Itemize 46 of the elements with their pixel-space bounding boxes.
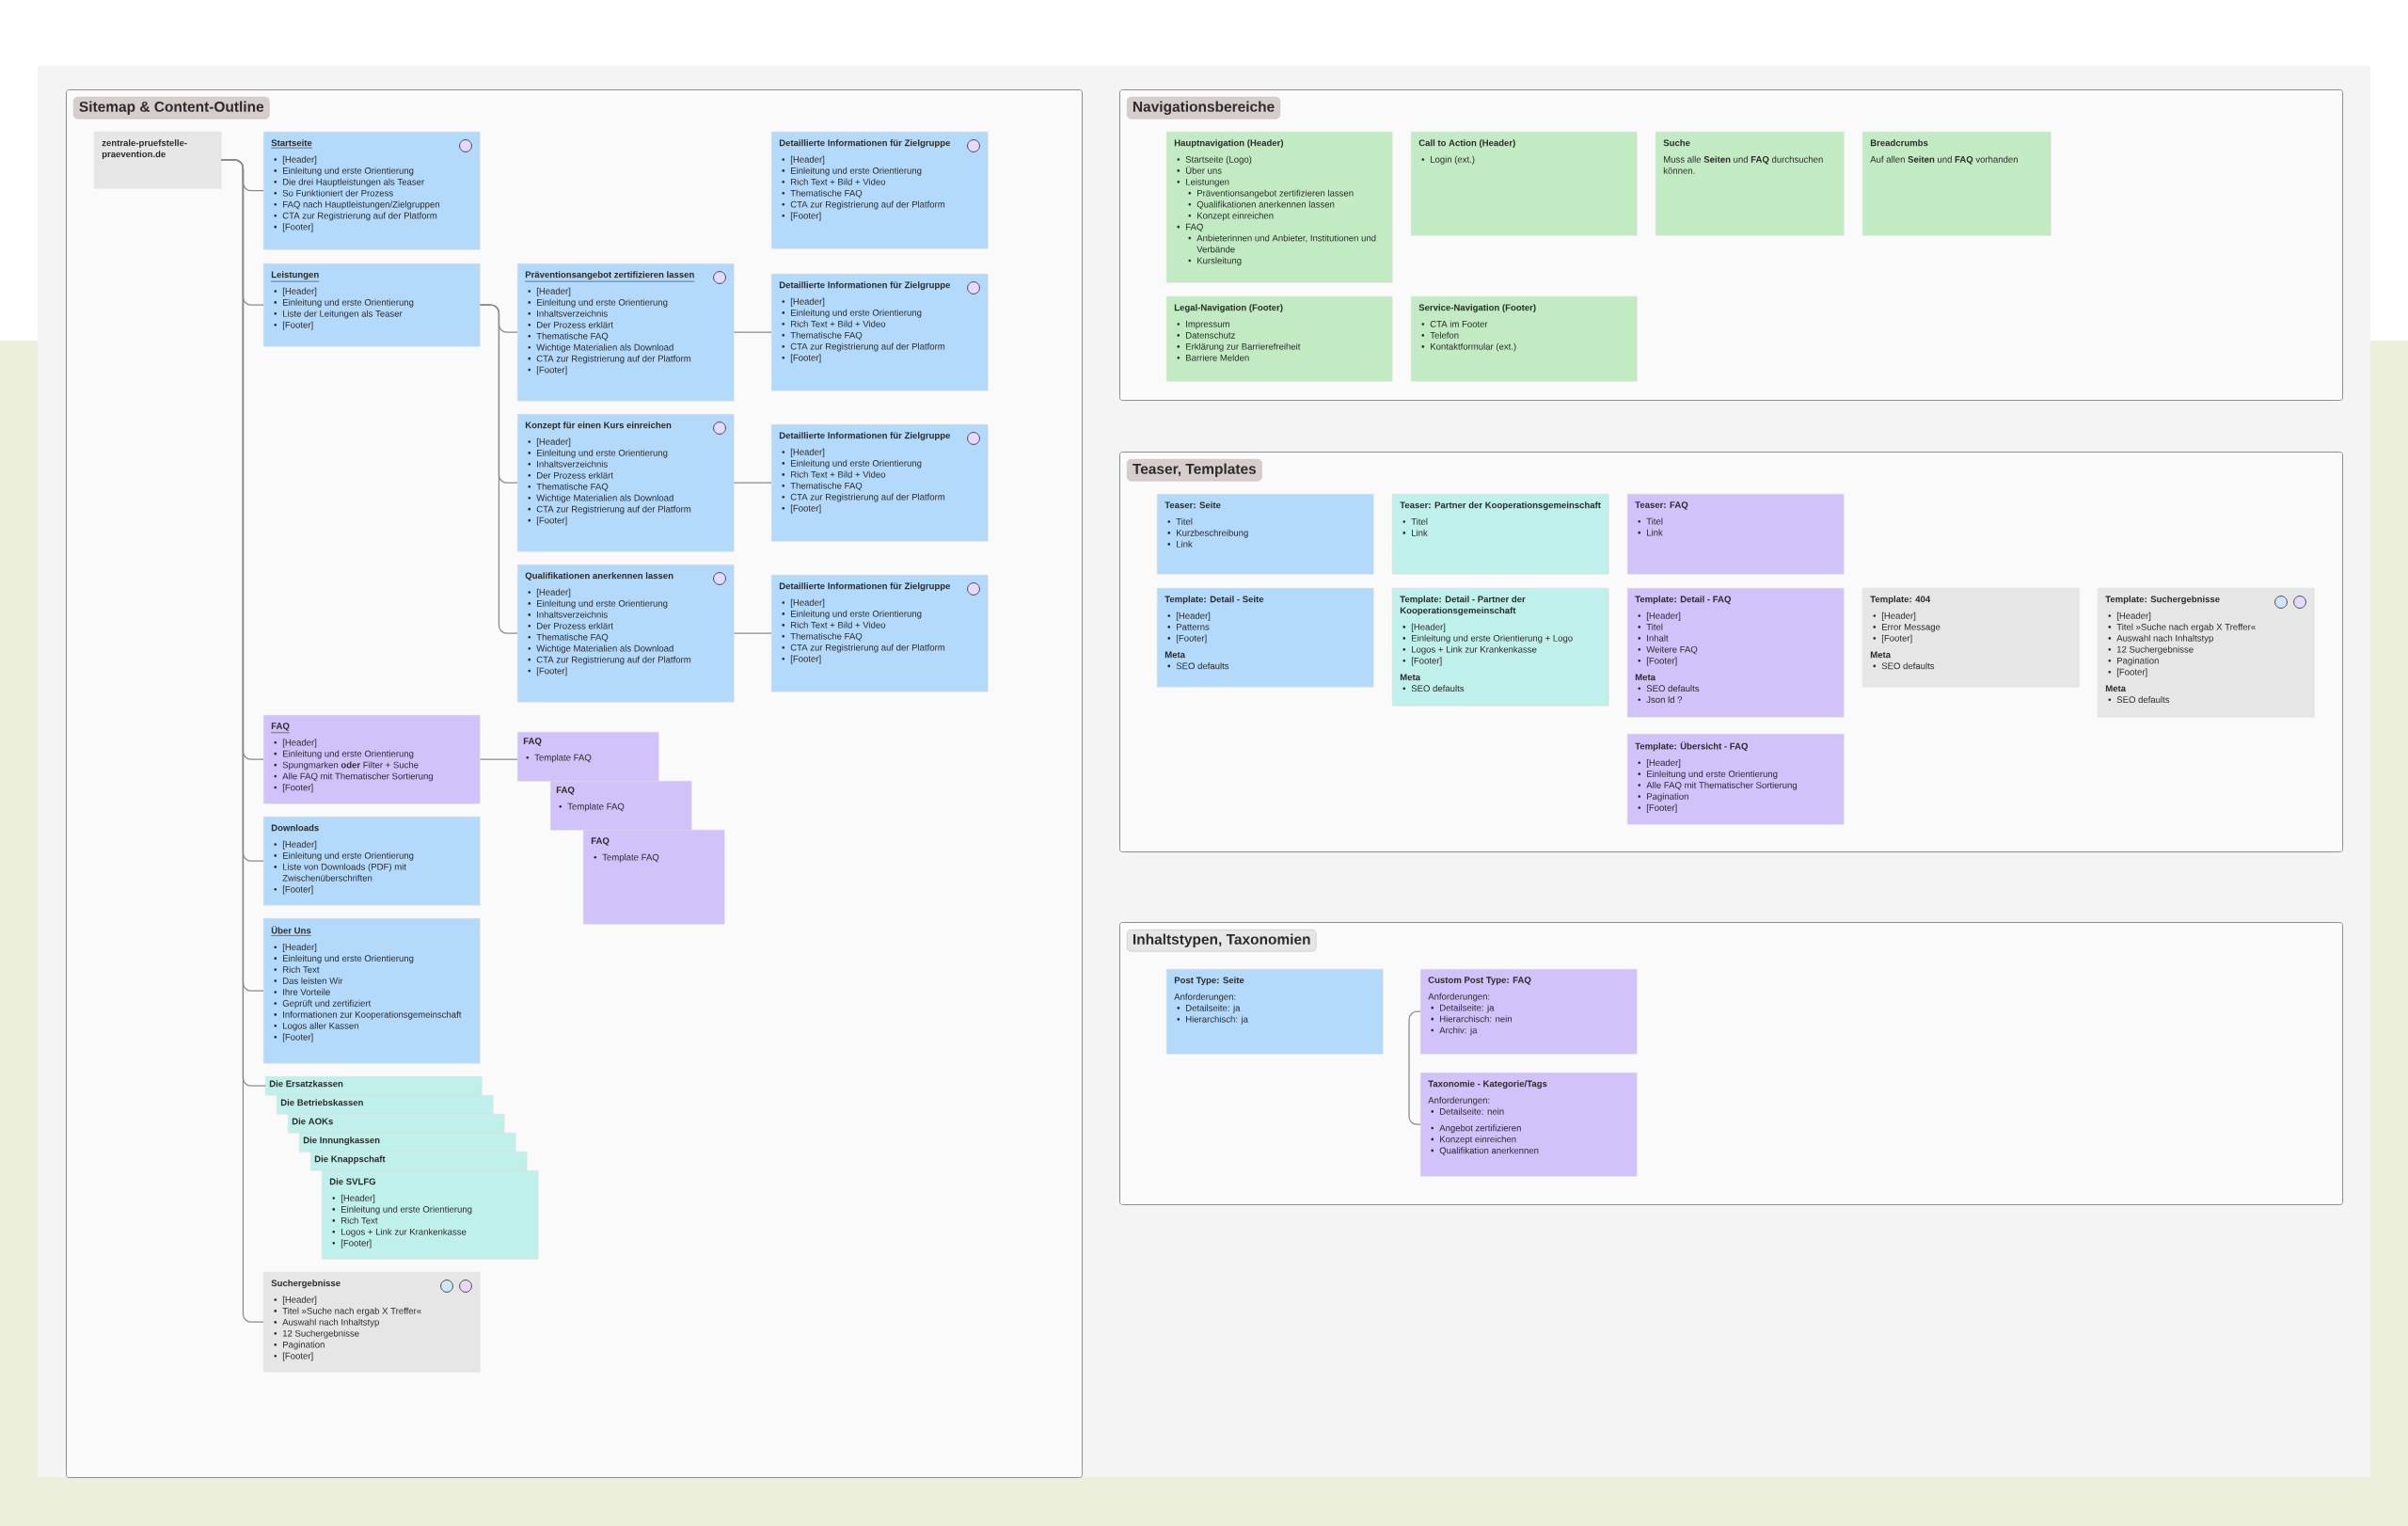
sticky-note: Die Knappschaft xyxy=(310,1152,528,1171)
sticky-note: Custom Post Type: FAQ Anforderungen: Detailseite: ja Hierarchisch: nein Archiv: ja xyxy=(1420,969,1638,1055)
sticky-note: Die Betriebskassen xyxy=(277,1095,494,1115)
sticky-note: Post Type: Seite Anforderungen: Detailseite: ja Hierarchisch: ja xyxy=(1166,969,1384,1055)
sticky-note: Teaser: Partner der Kooperationsgemeinschaft Titel Link xyxy=(1392,494,1609,575)
connector-line xyxy=(733,482,772,484)
sticky-note: Suchergebnisse [Header] Titel »Suche nach ergab X Treffer« Auswahl nach Inhaltstyp 12 Suchergebnisse Pagination [Footer] xyxy=(263,1272,481,1373)
sticky-note: FAQ Template FAQ xyxy=(550,781,692,831)
sticky-note: Die Ersatzkassen xyxy=(265,1076,483,1096)
sticky-note: Call to Action (Header) Login (ext.) xyxy=(1411,132,1638,236)
sticky-note: Präventionsangebot zertifizieren lassen [Header] Einleitung und erste Orientierung Inhaltsverzeichnis Der Prozess erklärt Thematische FAQ Wichtige Materialien als Download CTA zur Registrierung auf der Platform [Footer] xyxy=(517,263,735,402)
sticky-note: Template: Detail - Partner der Kooperationsgemeinschaft [Header] Einleitung und erste Orientierung + Logo Logos + Link zur Krankenkasse [Footer] Meta SEO defaults xyxy=(1392,588,1609,707)
sticky-note: FAQ Template FAQ xyxy=(583,830,725,925)
sticky-note: Teaser: FAQ Titel Link xyxy=(1627,494,1845,575)
sticky-note: Legal-Navigation (Footer) Impressum Datenschutz Erklärung zur Barrierefreiheit Barriere Melden xyxy=(1166,296,1393,382)
connector-line xyxy=(479,304,518,634)
sticky-note: zentrale-pruefstelle-praevention.de xyxy=(94,132,222,189)
sticky-note: Detaillierte Informationen für Zielgruppe [Header] Einleitung und erste Orientierung Rich Text + Bild + Video Thematische FAQ CTA zur Registrierung auf der Platform [Footer] xyxy=(771,132,989,249)
sticky-note: Downloads [Header] Einleitung und erste Orientierung Liste von Downloads (PDF) mit Zwischenüberschriften [Footer] xyxy=(263,817,481,906)
sticky-note: Detaillierte Informationen für Zielgruppe [Header] Einleitung und erste Orientierung Rich Text + Bild + Video Thematische FAQ CTA zur Registrierung auf der Platform [Footer] xyxy=(771,274,989,391)
sticky-note: Leistungen [Header] Einleitung und erste Orientierung Liste der Leitungen als Teaser [Footer] xyxy=(263,263,481,347)
sticky-note: Konzept für einen Kurs einreichen [Header] Einleitung und erste Orientierung Inhaltsverzeichnis Der Prozess erklärt Thematische FAQ Wichtige Materialien als Download CTA zur Registrierung auf der Platform [Footer] xyxy=(517,414,735,552)
sticky-note: Qualifikationen anerkennen lassen [Header] Einleitung und erste Orientierung Inhaltsverzeichnis Der Prozess erklärt Thematische FAQ Wichtige Materialien als Download CTA zur Registrierung auf der Platform [Footer] xyxy=(517,564,735,703)
sticky-note: Die AOKs xyxy=(288,1114,505,1134)
sticky-note: Service-Navigation (Footer) CTA im Footer Telefon Kontaktformular (ext.) xyxy=(1411,296,1638,382)
sticky-note: Template: Detail - FAQ [Header] Titel Inhalt Weitere FAQ [Footer] Meta SEO defaults Json ld ? xyxy=(1627,588,1845,718)
sticky-note: Detaillierte Informationen für Zielgruppe [Header] Einleitung und erste Orientierung Rich Text + Bild + Video Thematische FAQ CTA zur Registrierung auf der Platform [Footer] xyxy=(771,424,989,542)
sticky-note: Template: Übersicht - FAQ [Header] Einleitung und erste Orientierung Alle FAQ mit Thematischer Sortierung Pagination [Footer] xyxy=(1627,734,1845,825)
connector-line xyxy=(1408,1010,1421,1125)
sticky-note: Startseite [Header] Einleitung und erste Orientierung Die drei Hauptleistungen als Teaser So Funktioniert der Prozess FAQ nach Hauptleistungen/Zielgruppen CTA zur Registrierung auf der Platform [Footer] xyxy=(263,132,481,250)
sticky-note: Template: Suchergebnisse [Header] Titel »Suche nach ergab X Treffer« Auswahl nach Inhaltstyp 12 Suchergebnisse Pagination [Footer] Meta SEO defaults xyxy=(2098,588,2315,718)
sticky-note: Über Uns [Header] Einleitung und erste Orientierung Rich Text Das leisten Wir Ihre Vorteile Geprüft und zertifiziert Informationen zur Kooperationsgemeinschaft Logos aller Kassen [Footer] xyxy=(263,918,481,1064)
sticky-note: FAQ Template FAQ xyxy=(517,732,659,782)
connector-line xyxy=(733,632,772,634)
sticky-note: Die Innungkassen xyxy=(299,1133,516,1152)
sticky-note: Template: 404 [Header] Error Message [Footer] Meta SEO defaults xyxy=(1862,588,2080,688)
sticky-note: Detaillierte Informationen für Zielgruppe [Header] Einleitung und erste Orientierung Rich Text + Bild + Video Thematische FAQ CTA zur Registrierung auf der Platform [Footer] xyxy=(771,575,989,692)
sticky-note: Suche Muss alle Seiten und FAQ durchsuchen können. xyxy=(1656,132,1845,236)
sticky-note: FAQ [Header] Einleitung und erste Orientierung Spungmarken oder Filter + Suche Alle FAQ mit Thematischer Sortierung [Footer] xyxy=(263,715,481,804)
connector-line xyxy=(479,758,518,760)
connector-line xyxy=(733,331,772,333)
sticky-note: Hauptnavigation (Header) Startseite (Logo) Über uns Leistungen Präventionsangebot zertifizieren lassen Qualifikationen anerkennen lassen Konzept einreichen FAQ Anbieterinnen und Anbieter, Institutionen und Verbände Kursleitung xyxy=(1166,132,1393,283)
sticky-note: Taxonomie - Kategorie/Tags Anforderungen: Detailseite: nein Angebot zertifizieren Konzept einreichen Qualifikation anerkennen xyxy=(1420,1073,1638,1177)
sticky-note: Breadcrumbs Auf allen Seiten und FAQ vorhanden xyxy=(1862,132,2052,236)
sticky-note: Template: Detail - Seite [Header] Patterns [Footer] Meta SEO defaults xyxy=(1157,588,1374,688)
sticky-note: Teaser: Seite Titel Kurzbeschreibung Link xyxy=(1157,494,1374,575)
